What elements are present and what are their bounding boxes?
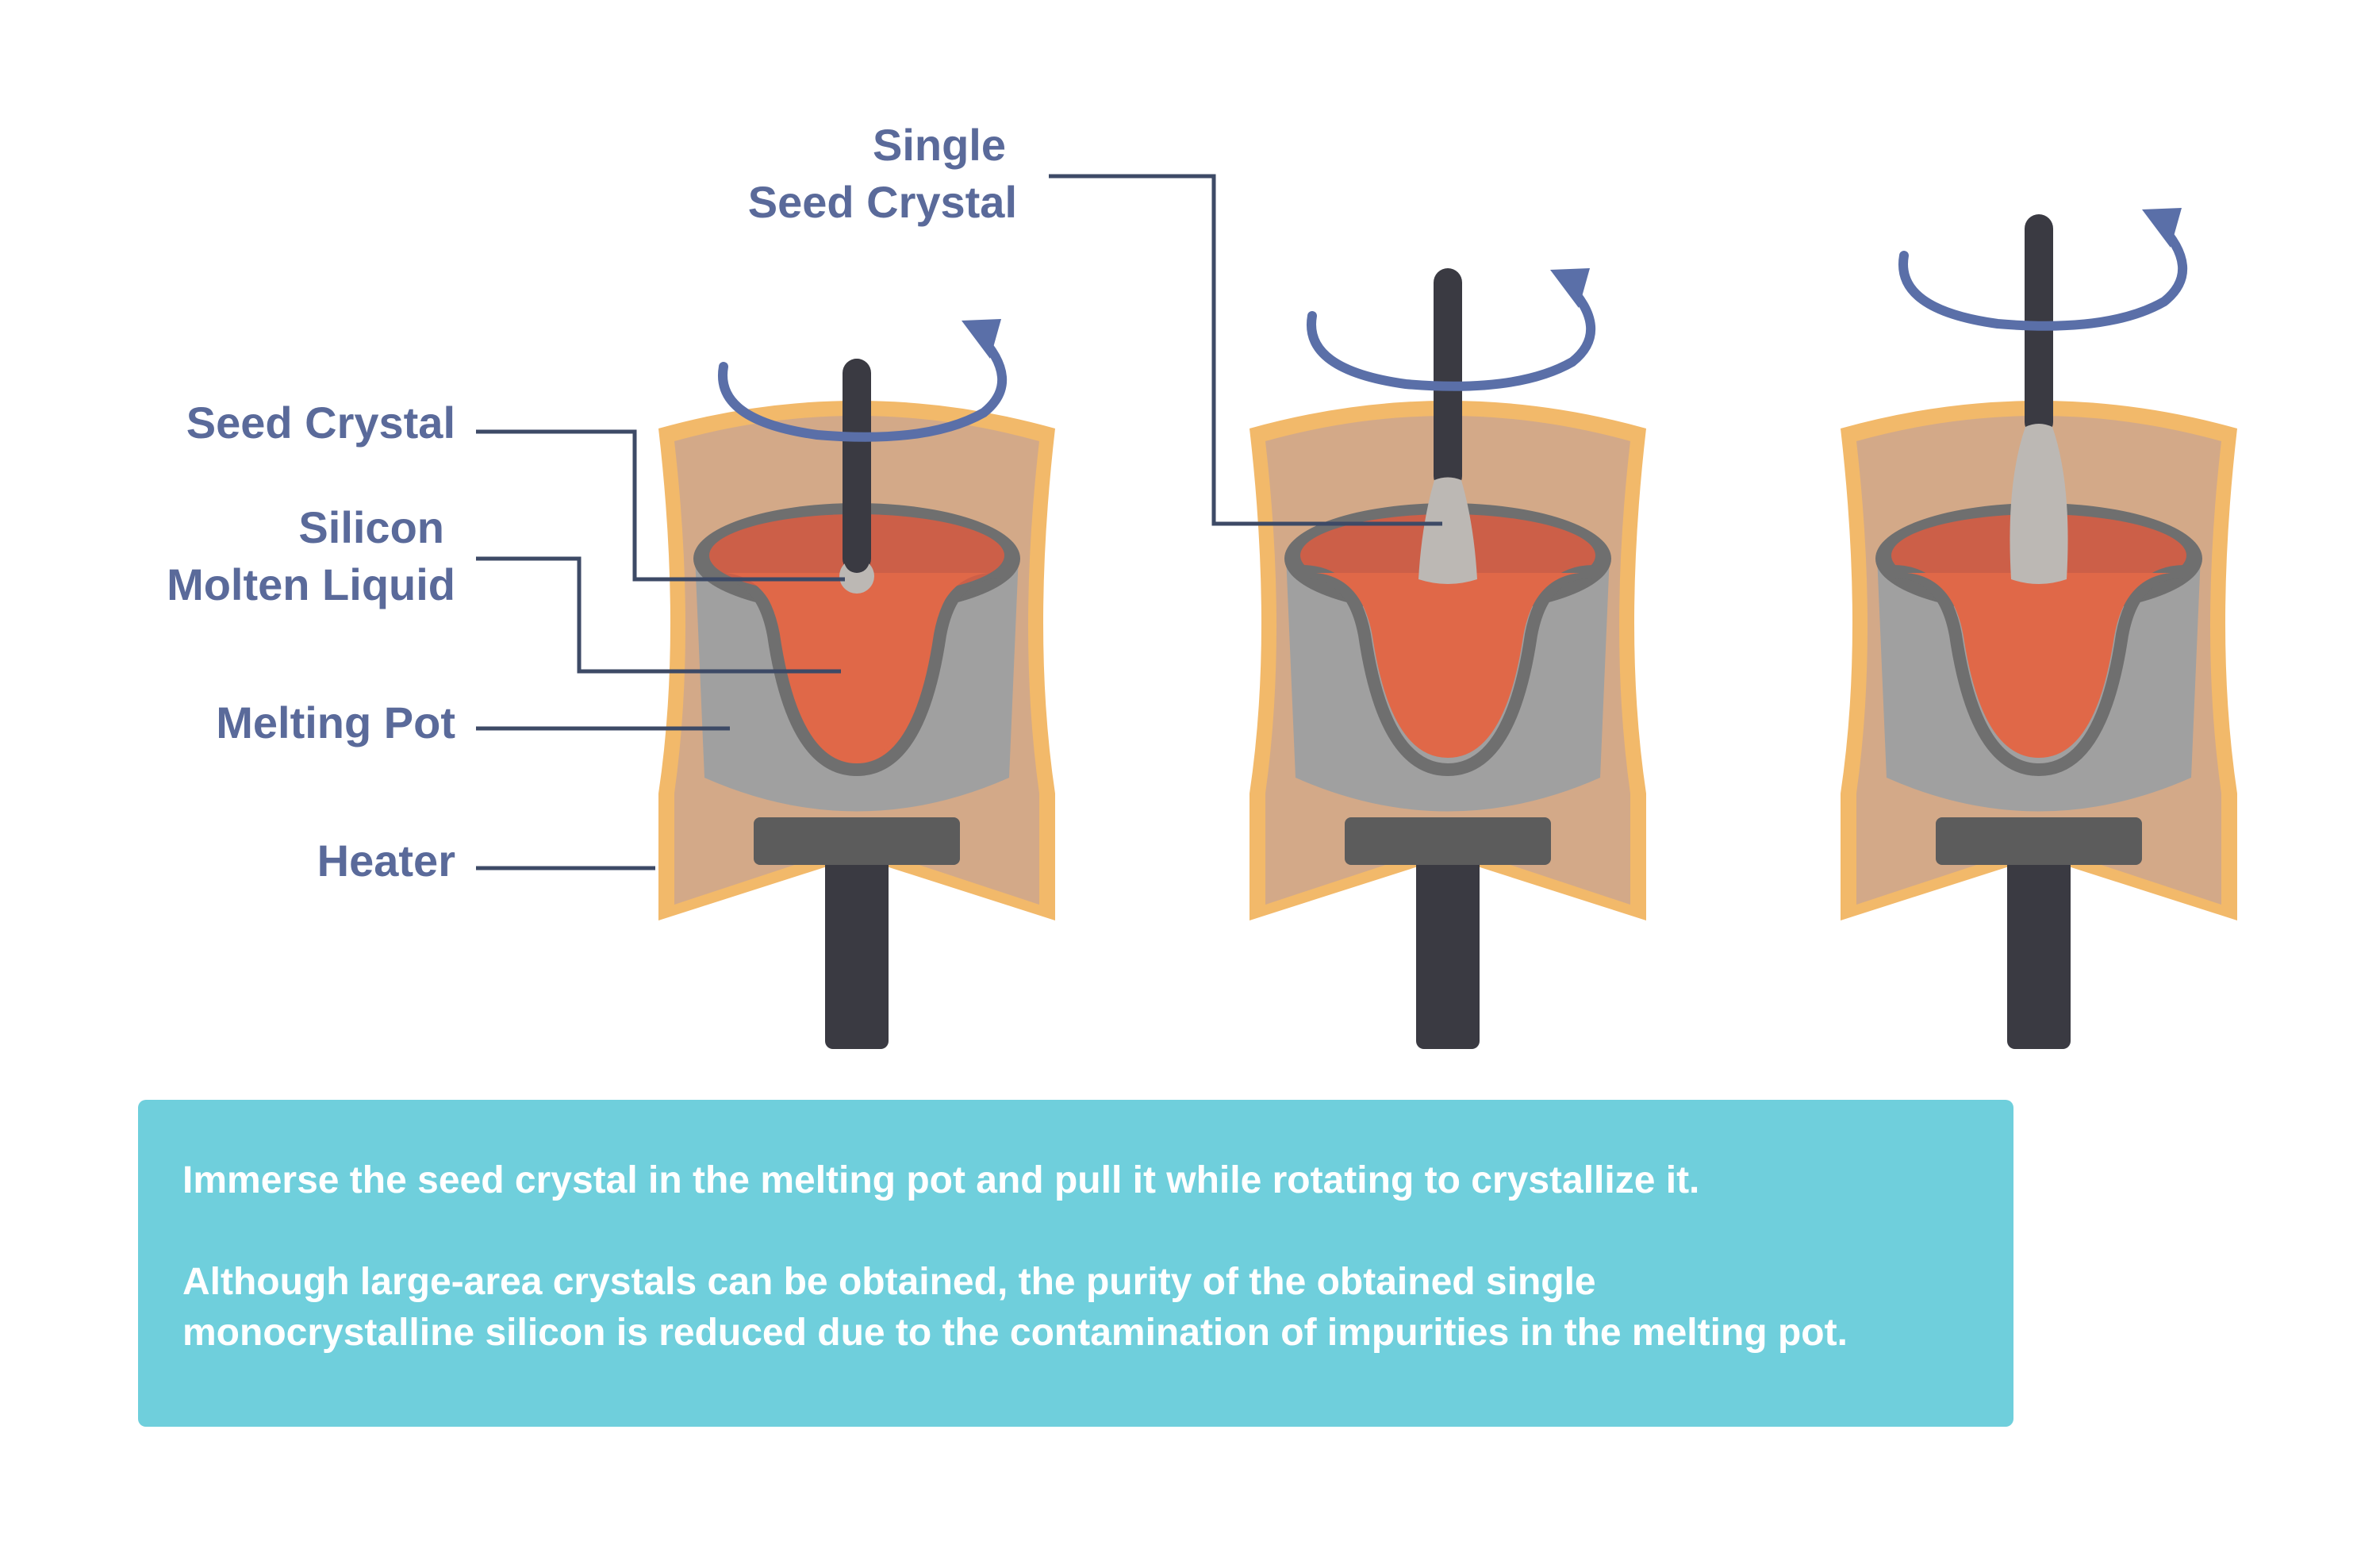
apparatus-stage-3 bbox=[1875, 214, 2202, 1049]
info-paragraph-2-line-1: Although large-area crystals can be obta… bbox=[182, 1261, 1596, 1303]
apparatus-stage-2 bbox=[1284, 268, 1611, 1049]
molten-silicon-body bbox=[725, 573, 988, 758]
seed-crystal-rod bbox=[1434, 268, 1462, 490]
info-box: Immerse the seed crystal in the melting … bbox=[138, 1100, 2013, 1427]
label-molten-liquid: Molten Liquid bbox=[167, 559, 455, 609]
single-seed-crystal bbox=[1418, 477, 1477, 584]
leader-silicon-molten-liquid bbox=[476, 556, 841, 674]
leader-single-seed-crystal bbox=[1049, 174, 1442, 526]
label-heater: Heater bbox=[317, 836, 455, 886]
rotation-arrow-2 bbox=[1307, 268, 1595, 391]
apparatus-stage-1 bbox=[693, 359, 1020, 1049]
rotation-arrow-1 bbox=[718, 319, 1007, 442]
info-paragraph-2-line-2: monocrystalline silicon is reduced due t… bbox=[182, 1312, 1848, 1354]
label-single: Single bbox=[873, 120, 1006, 170]
czochralski-diagram: Seed Crystal Silicon Molten Liquid Melti… bbox=[167, 120, 2237, 1049]
info-paragraph-1: Immerse the seed crystal in the melting … bbox=[182, 1159, 1700, 1201]
molten-silicon-body bbox=[1316, 573, 1580, 758]
label-single-seed-crystal: Seed Crystal bbox=[748, 177, 1017, 227]
label-melting-pot: Melting Pot bbox=[216, 697, 455, 747]
label-seed-crystal: Seed Crystal bbox=[186, 398, 455, 448]
label-silicon: Silicon bbox=[298, 502, 444, 552]
pot-base bbox=[754, 817, 960, 865]
molten-silicon-body bbox=[1907, 573, 2171, 758]
leader-lines bbox=[476, 174, 1442, 870]
leader-seed-crystal bbox=[476, 429, 845, 582]
grown-crystal bbox=[2010, 424, 2068, 584]
rotation-arrow-3 bbox=[1898, 208, 2187, 331]
pedestal-rod bbox=[825, 841, 889, 1049]
rotation-arrows bbox=[718, 208, 2187, 442]
